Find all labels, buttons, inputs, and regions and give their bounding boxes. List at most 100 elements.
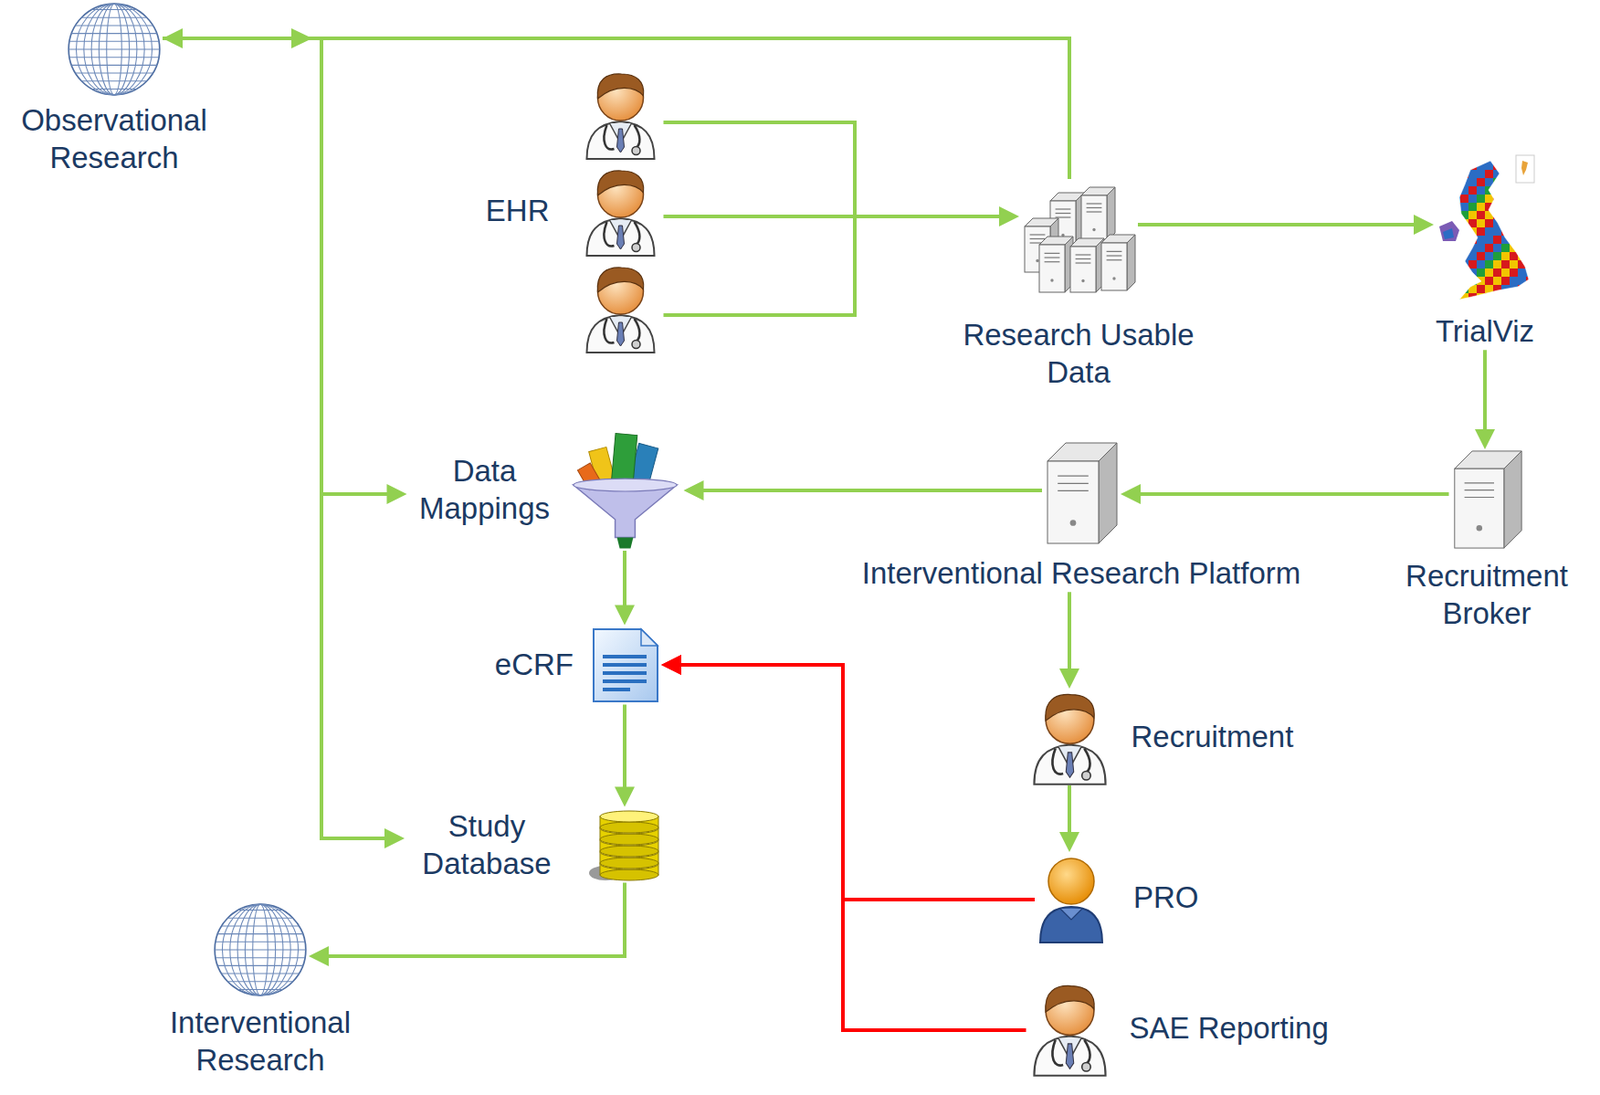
icon-part bbox=[1476, 169, 1485, 179]
icon-part bbox=[221, 973, 300, 975]
icon-part bbox=[1452, 153, 1535, 302]
icon-part bbox=[1484, 235, 1494, 244]
icon-part bbox=[603, 318, 614, 343]
icon-part bbox=[1501, 235, 1510, 244]
icon-part bbox=[1526, 178, 1535, 187]
icon-part bbox=[1452, 194, 1461, 203]
icon-part bbox=[1106, 187, 1116, 242]
icon-part bbox=[1484, 227, 1494, 236]
icon-part bbox=[1517, 227, 1527, 236]
icon-part bbox=[1476, 235, 1485, 244]
icon-part bbox=[1526, 161, 1535, 170]
icon-part bbox=[1493, 153, 1502, 162]
icon-part bbox=[1460, 202, 1469, 211]
icon-part bbox=[633, 125, 640, 148]
icon-part bbox=[1460, 169, 1469, 179]
icon-part bbox=[1517, 202, 1527, 211]
funnel-icon bbox=[566, 428, 685, 551]
icon-part bbox=[1517, 178, 1527, 187]
icon-part bbox=[631, 147, 641, 156]
icon-part bbox=[1452, 293, 1461, 302]
icon-part bbox=[1517, 169, 1527, 179]
icon-part bbox=[1509, 276, 1518, 285]
arrowhead bbox=[1413, 214, 1434, 235]
icon-part bbox=[1517, 161, 1527, 170]
icon-part bbox=[1126, 234, 1136, 291]
icon-part bbox=[1476, 202, 1485, 211]
icon-part bbox=[1493, 276, 1502, 285]
connector bbox=[661, 654, 1035, 900]
icon-part bbox=[1509, 178, 1518, 187]
server-icon bbox=[1449, 449, 1526, 550]
icon-part bbox=[633, 221, 640, 245]
icon-part bbox=[215, 941, 306, 943]
arrowhead bbox=[1474, 429, 1495, 450]
node-label: Interventional Research Platform bbox=[862, 554, 1302, 592]
icon-part bbox=[1484, 293, 1494, 302]
arrowhead bbox=[999, 206, 1020, 227]
icon-part bbox=[1468, 153, 1477, 162]
doctor-icon bbox=[1026, 979, 1114, 1077]
icon-part bbox=[1493, 178, 1502, 187]
icon-part bbox=[1526, 268, 1535, 277]
icon-part bbox=[1509, 219, 1518, 228]
icon-part bbox=[1468, 260, 1477, 269]
icon-part bbox=[1030, 233, 1046, 235]
icon-part bbox=[1501, 260, 1510, 269]
icon-part bbox=[1460, 161, 1469, 170]
icon-part bbox=[1501, 169, 1510, 179]
icon-part bbox=[1517, 293, 1527, 302]
connector-line bbox=[1483, 349, 1487, 433]
icon-part bbox=[597, 170, 643, 196]
connector bbox=[1059, 785, 1080, 853]
connector bbox=[614, 705, 635, 808]
connector bbox=[1059, 591, 1080, 689]
icon-part bbox=[1521, 160, 1528, 176]
icon-part bbox=[1484, 260, 1494, 269]
icon-part bbox=[616, 537, 633, 549]
icon-part bbox=[69, 41, 159, 43]
icon-part bbox=[1484, 276, 1494, 285]
icon-node: Observational Research bbox=[0, 0, 229, 178]
icon-part bbox=[1439, 221, 1460, 242]
icon-part bbox=[597, 267, 643, 293]
icon-part bbox=[1526, 252, 1535, 261]
icon-part bbox=[1452, 161, 1461, 170]
icon-part bbox=[603, 125, 614, 149]
icon-part bbox=[1070, 246, 1096, 293]
node-label: Study Database bbox=[404, 807, 569, 884]
icon-part bbox=[600, 869, 659, 881]
icon-part bbox=[1459, 160, 1529, 300]
connector-line bbox=[700, 488, 1043, 493]
icon-part bbox=[1468, 178, 1477, 187]
icon-node: PRO bbox=[1034, 852, 1200, 944]
icon-part bbox=[1084, 1040, 1090, 1064]
node-label: TrialViz bbox=[1435, 312, 1535, 350]
icon-part bbox=[1047, 461, 1099, 544]
connector-line bbox=[1067, 785, 1072, 836]
icon-part bbox=[214, 948, 306, 950]
connector bbox=[1474, 349, 1495, 450]
icon-part bbox=[1484, 219, 1494, 228]
icon-part bbox=[600, 845, 659, 857]
arrowhead bbox=[384, 828, 405, 849]
connector bbox=[614, 550, 635, 626]
icon-part bbox=[1517, 219, 1527, 228]
icon-part bbox=[1476, 153, 1485, 162]
icon-part bbox=[1493, 219, 1502, 228]
icon-part bbox=[1452, 243, 1461, 253]
icon-part bbox=[1476, 284, 1485, 294]
icon-part bbox=[1526, 293, 1535, 302]
icon-part bbox=[602, 663, 647, 667]
connector-line bbox=[1137, 222, 1418, 227]
icon-part bbox=[1476, 260, 1485, 269]
icon-part bbox=[1086, 207, 1103, 209]
icon-part bbox=[1460, 194, 1469, 203]
icon-part bbox=[1476, 161, 1485, 170]
arrowhead bbox=[1120, 484, 1141, 505]
icon-part bbox=[1452, 252, 1461, 261]
icon-part bbox=[1052, 1040, 1064, 1066]
icon-part bbox=[1452, 186, 1461, 195]
icon-part bbox=[1493, 252, 1502, 261]
icon-part bbox=[600, 857, 659, 869]
